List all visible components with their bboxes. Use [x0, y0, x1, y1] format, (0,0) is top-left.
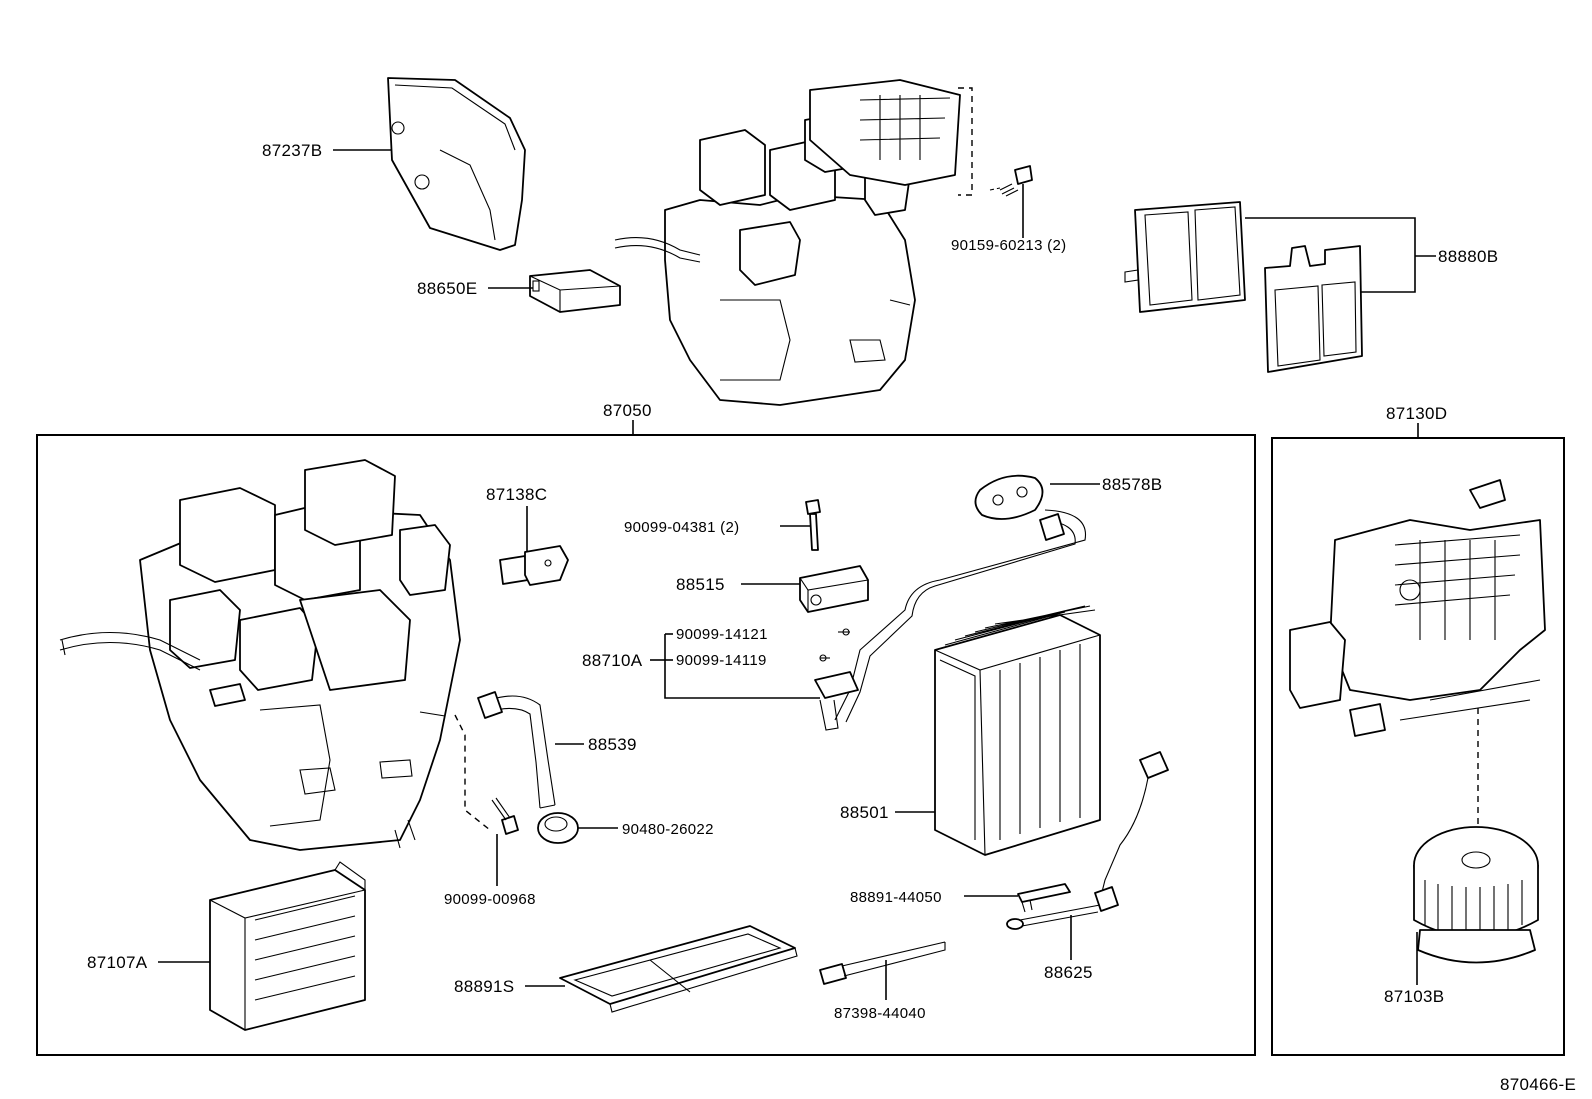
filter-88880B-drawing	[1124, 201, 1363, 373]
grommet-90480-drawing	[537, 812, 579, 844]
label-90099-00968: 90099-00968	[444, 891, 536, 908]
screw-90099-00968-drawing	[491, 797, 519, 835]
label-87398-44040: 87398-44040	[834, 1005, 926, 1022]
label-90099-04381: 90099-04381 (2)	[624, 519, 739, 536]
tube-assembly-drawing	[814, 509, 1087, 731]
blower-case-87130D-drawing	[1289, 479, 1546, 737]
label-90159-60213: 90159-60213 (2)	[951, 237, 1066, 254]
label-90099-14121: 90099-14121	[676, 626, 768, 643]
label-90480-26022: 90480-26022	[622, 821, 714, 838]
label-88539: 88539	[588, 735, 637, 754]
cover-87237B-drawing	[387, 77, 526, 251]
label-88515: 88515	[676, 575, 725, 594]
module-88650E-drawing	[529, 269, 621, 313]
clip-87138C-drawing	[499, 545, 569, 586]
label-88650E: 88650E	[417, 279, 477, 298]
label-88710A: 88710A	[582, 651, 643, 670]
diagram-code: 870466-E	[1500, 1075, 1576, 1094]
evaporator-88501-drawing	[934, 605, 1101, 856]
clip-88891-44050-drawing	[1017, 883, 1071, 913]
heater-unit-top-drawing	[614, 79, 961, 406]
label-88880B: 88880B	[1438, 247, 1498, 266]
heater-unit-main-drawing	[59, 459, 461, 851]
hose-88539-drawing	[477, 691, 556, 809]
valve-88515-drawing	[799, 565, 869, 613]
thermistor-88625-drawing	[1006, 751, 1169, 930]
label-87237B: 87237B	[262, 141, 322, 160]
label-87103B: 87103B	[1384, 987, 1444, 1006]
label-88625: 88625	[1044, 963, 1093, 982]
label-87050: 87050	[603, 401, 652, 420]
bolt-90099-04381-drawing	[805, 499, 821, 551]
group-box-87050	[36, 434, 1256, 1056]
label-90099-14119: 90099-14119	[676, 652, 767, 669]
blower-motor-87103B-drawing	[1413, 826, 1539, 964]
tie-87398-drawing	[819, 941, 946, 985]
label-88891-44050: 88891-44050	[850, 889, 942, 906]
label-87130D: 87130D	[1386, 404, 1447, 423]
gasket-88578B-drawing	[974, 474, 1044, 520]
label-87107A: 87107A	[87, 953, 148, 972]
heater-core-87107A-drawing	[209, 861, 366, 1031]
label-87138C: 87138C	[486, 485, 547, 504]
label-88891S: 88891S	[454, 977, 514, 996]
label-88501: 88501	[840, 803, 889, 822]
screw-90159-drawing	[999, 165, 1033, 197]
label-88578B: 88578B	[1102, 475, 1162, 494]
tray-88891S-drawing	[559, 925, 798, 1013]
